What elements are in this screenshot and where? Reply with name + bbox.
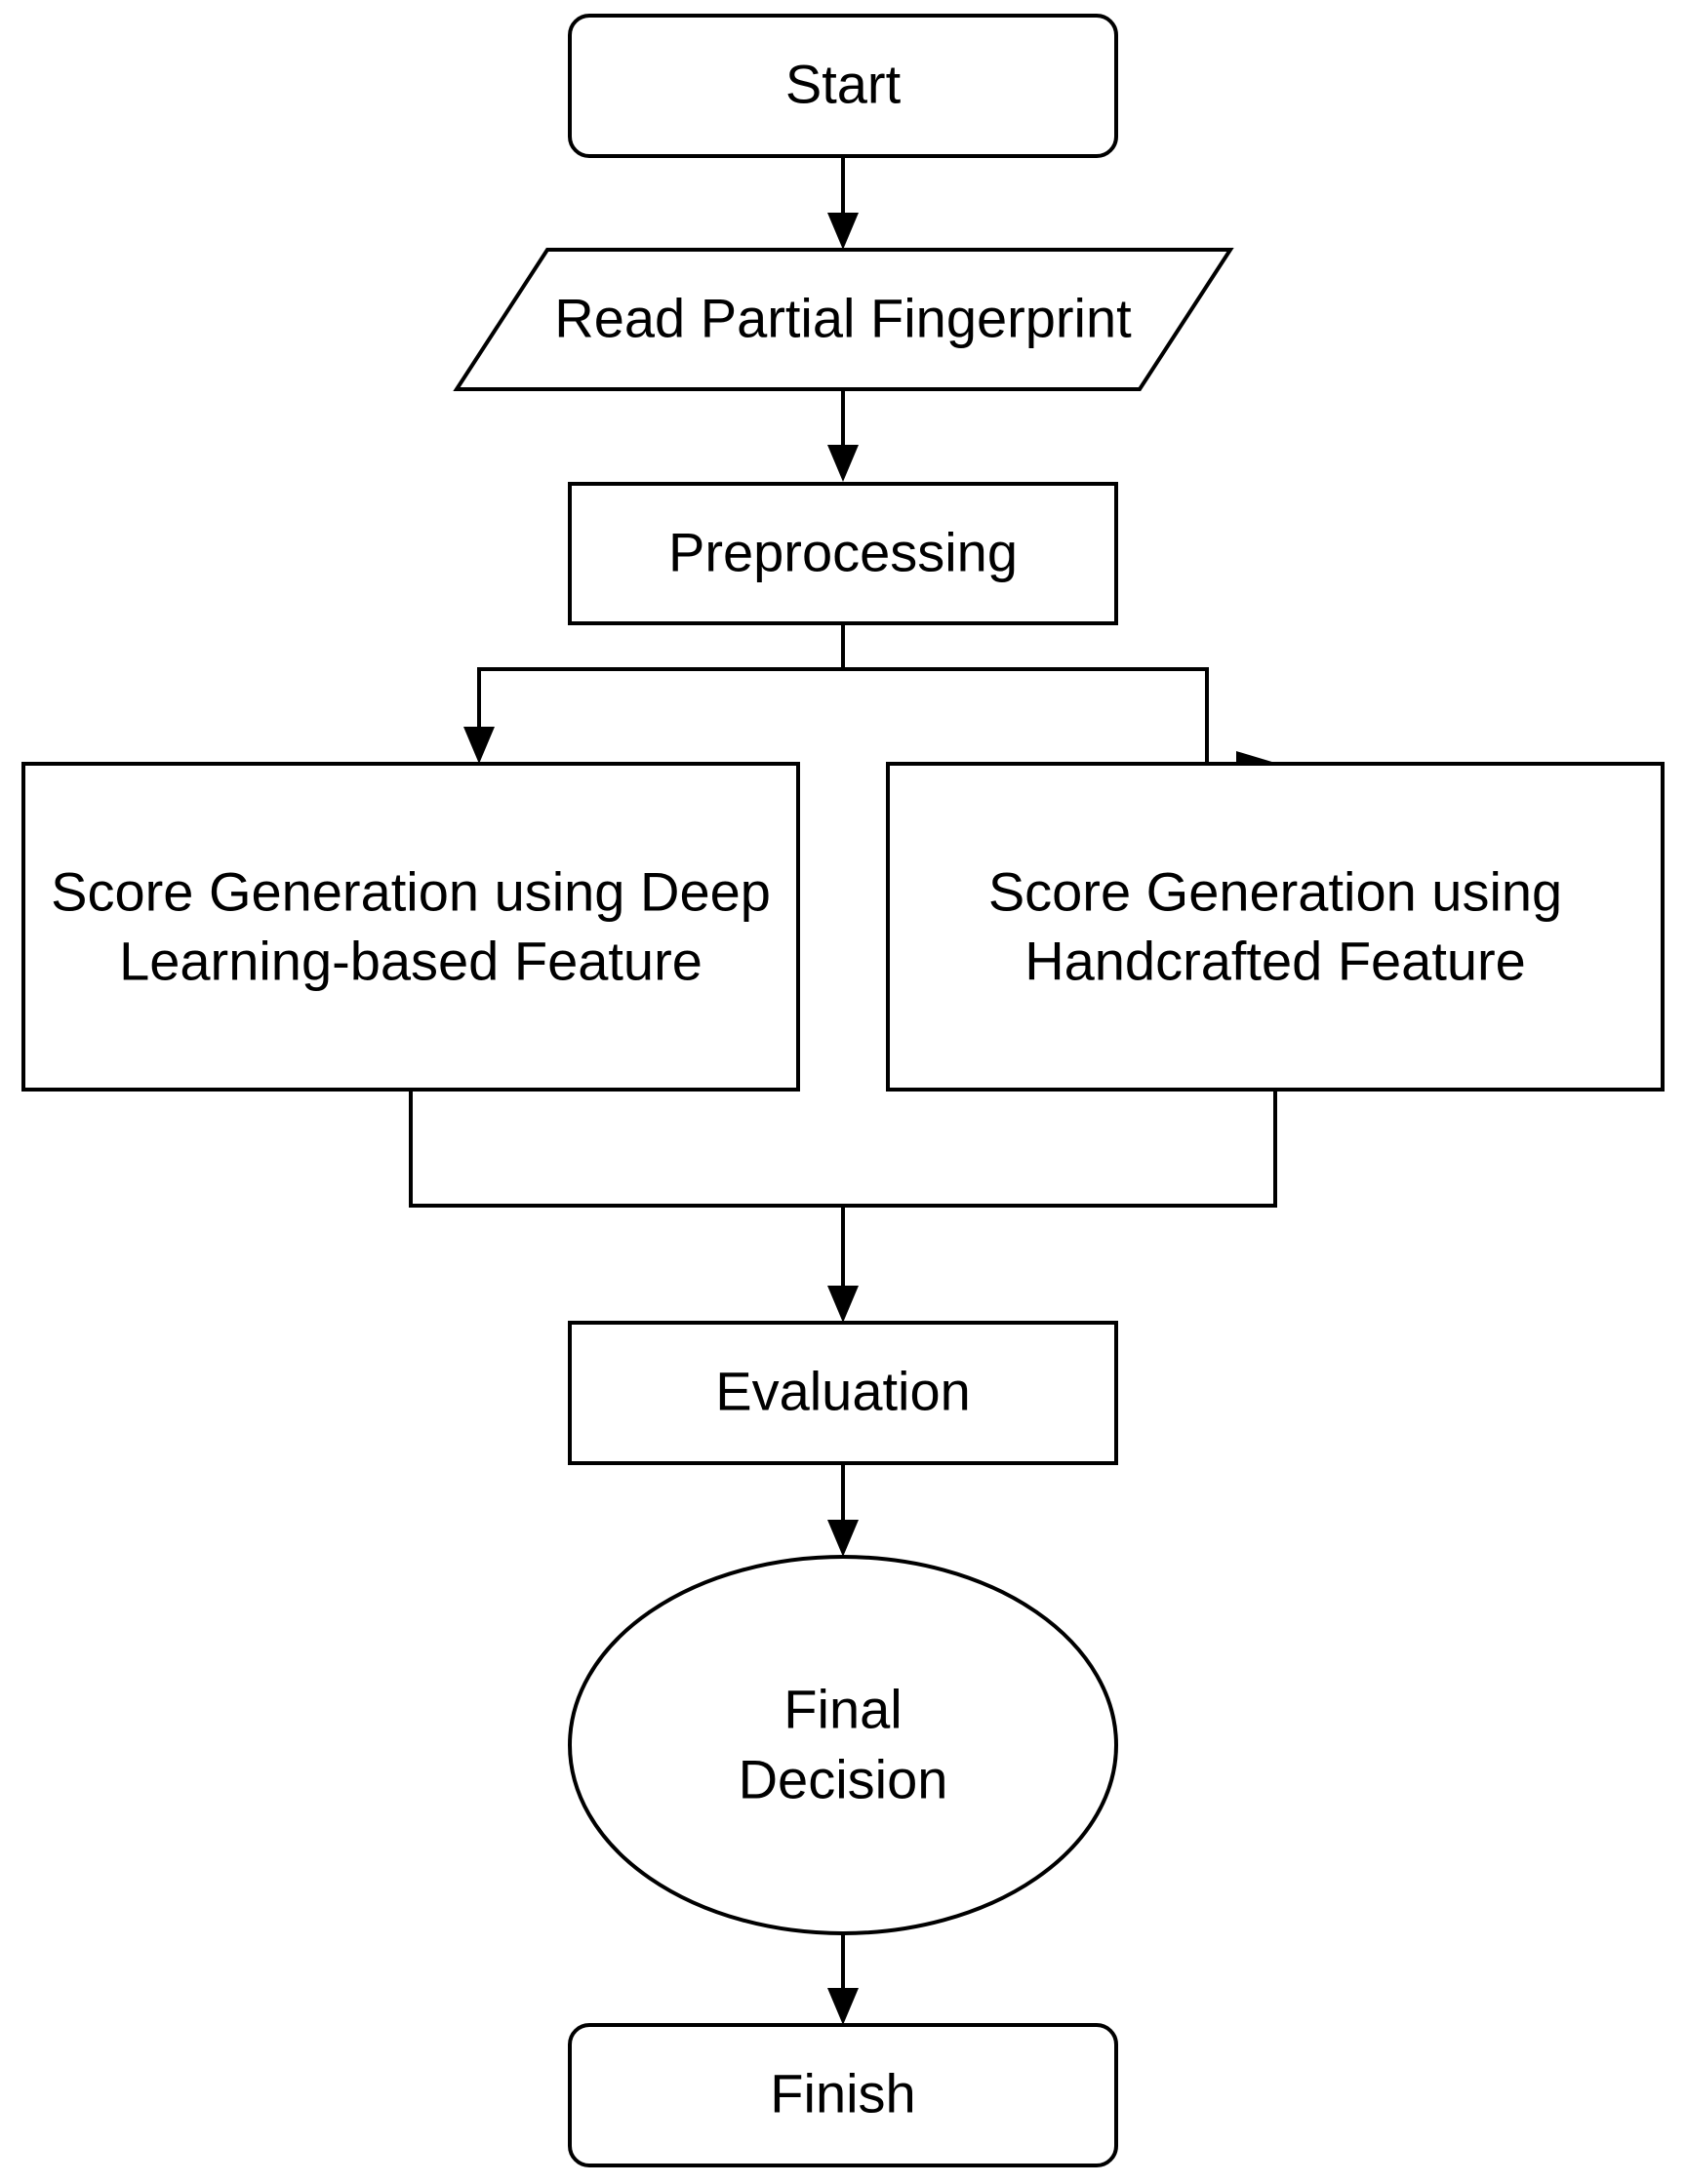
preprocessing-process-shape (568, 482, 1118, 625)
handcrafted-process-shape (886, 762, 1665, 1092)
edge-deep-to-merge (409, 1090, 1277, 1208)
edge-preprocessing-split (477, 623, 845, 741)
final-decision-node: Final Decision (568, 1555, 1118, 1935)
arrowhead-evaluation (827, 1286, 859, 1323)
deep-learning-score-node: Score Generation using Deep Learning-bas… (21, 762, 800, 1092)
arrowhead-preprocessing (827, 445, 859, 482)
read-fingerprint-node: Read Partial Fingerprint (453, 248, 1234, 391)
deep-learning-process-shape (21, 762, 800, 1092)
deep-learning-label-line-1: Score Generation using Deep (51, 861, 771, 923)
start-terminator-shape (568, 14, 1118, 158)
connectors (409, 156, 1277, 2025)
deep-learning-label-line-2: Learning-based Feature (119, 931, 702, 992)
evaluation-node: Evaluation (568, 1321, 1118, 1465)
input-parallelogram-shape (453, 248, 1234, 391)
evaluation-process-shape (568, 1321, 1118, 1465)
arrowhead-read (827, 213, 859, 250)
finish-node: Finish (568, 2023, 1118, 2167)
decision-label-line-1: Final (783, 1679, 902, 1740)
finish-label: Finish (770, 2063, 915, 2124)
decision-ellipse-shape (568, 1555, 1118, 1935)
arrowhead-decision (827, 1520, 859, 1557)
arrowhead-handcrafted (1236, 751, 1275, 763)
edge-preprocessing-to-handcrafted (843, 667, 1209, 763)
handcrafted-score-node: Score Generation using Handcrafted Featu… (886, 762, 1665, 1092)
preprocessing-label: Preprocessing (668, 522, 1018, 583)
decision-label-line-2: Decision (739, 1749, 948, 1810)
finish-terminator-shape (568, 2023, 1118, 2167)
arrowhead-finish (827, 1988, 859, 2025)
handcrafted-label-line-1: Score Generation using (988, 861, 1562, 923)
handcrafted-label-line-2: Handcrafted Feature (1024, 931, 1526, 992)
read-fingerprint-label: Read Partial Fingerprint (554, 288, 1132, 349)
start-node: Start (568, 14, 1118, 158)
start-label: Start (785, 54, 902, 115)
preprocessing-node: Preprocessing (568, 482, 1118, 625)
evaluation-label: Evaluation (715, 1361, 971, 1422)
arrowhead-deep (463, 727, 495, 764)
